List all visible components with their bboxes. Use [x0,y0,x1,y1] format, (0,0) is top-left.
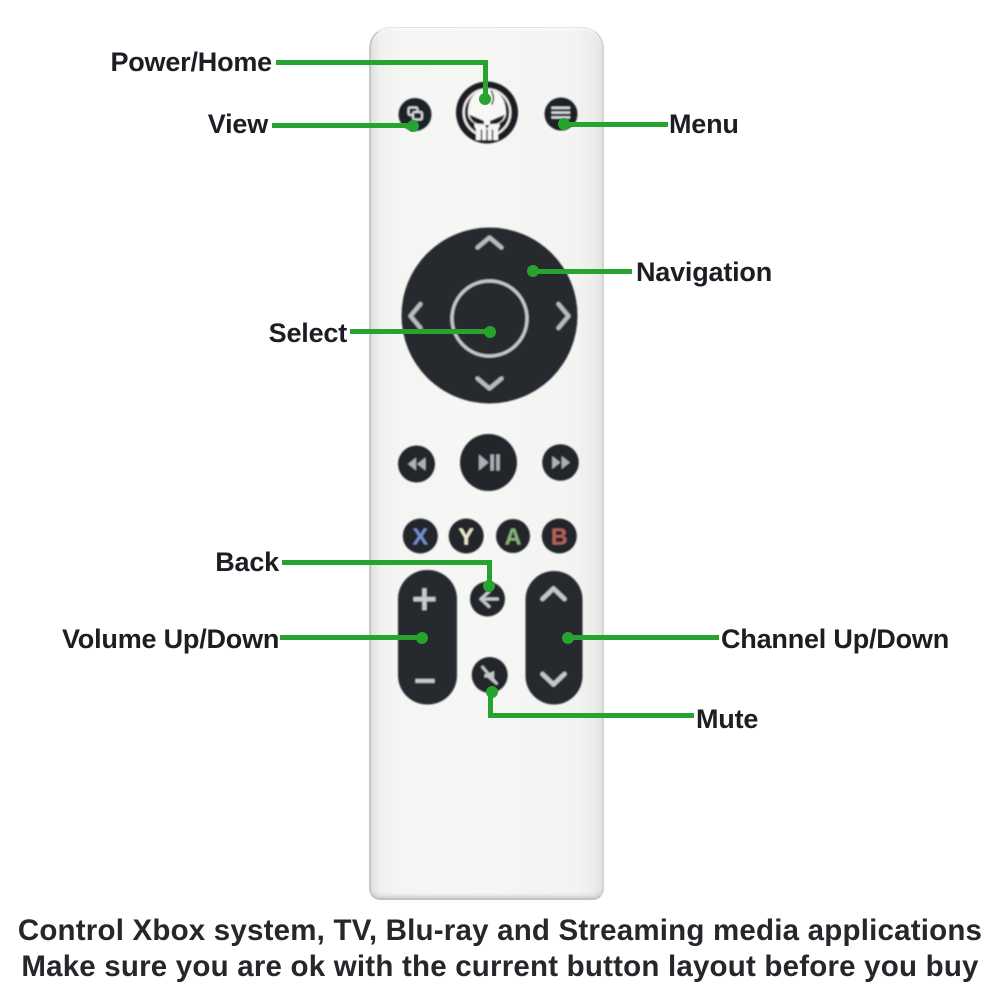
svg-text:B: B [551,524,568,550]
svg-text:Y: Y [459,524,474,550]
svg-text:A: A [505,524,522,550]
svg-text:X: X [413,524,429,550]
